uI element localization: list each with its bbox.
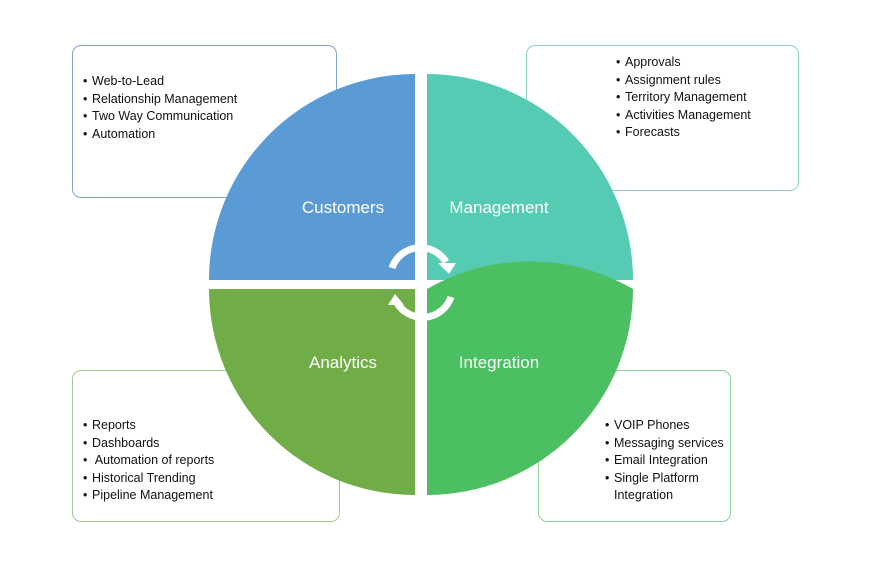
customers-feature-list: Web-to-Lead Relationship Management Two …: [83, 73, 237, 143]
arrowhead-left: [388, 294, 404, 305]
list-item: Approvals: [616, 54, 751, 72]
customers-label: Customers: [302, 198, 384, 217]
integration-feature-list: VOIP Phones Messaging services Email Int…: [605, 417, 732, 505]
list-item: Dashboards: [83, 435, 214, 453]
analytics-feature-list: Reports Dashboards Automation of reports…: [83, 417, 214, 505]
analytics-quadrant: [209, 289, 415, 495]
list-item: Assignment rules: [616, 72, 751, 90]
list-item: VOIP Phones: [605, 417, 732, 435]
list-item: Automation of reports: [83, 452, 214, 470]
list-item: Web-to-Lead: [83, 73, 237, 91]
list-item: Reports: [83, 417, 214, 435]
list-item: Automation: [83, 126, 237, 144]
integration-quadrant: [427, 261, 633, 495]
list-item: Messaging services: [605, 435, 732, 453]
list-item: Two Way Communication: [83, 108, 237, 126]
management-quadrant: [427, 74, 633, 280]
list-item: Single Platform Integration: [605, 470, 732, 505]
list-item: Forecasts: [616, 124, 751, 142]
list-item: Historical Trending: [83, 470, 214, 488]
integration-label: Integration: [459, 353, 539, 372]
customers-quadrant: [209, 74, 415, 280]
list-item: Pipeline Management: [83, 487, 214, 505]
arrowhead-right: [438, 263, 456, 274]
analytics-label: Analytics: [309, 353, 377, 372]
list-item: Relationship Management: [83, 91, 237, 109]
list-item: Email Integration: [605, 452, 732, 470]
management-feature-list: Approvals Assignment rules Territory Man…: [616, 54, 751, 142]
list-item: Activities Management: [616, 107, 751, 125]
circular-arrows-icon: [388, 244, 455, 321]
list-item: Territory Management: [616, 89, 751, 107]
management-label: Management: [449, 198, 549, 217]
